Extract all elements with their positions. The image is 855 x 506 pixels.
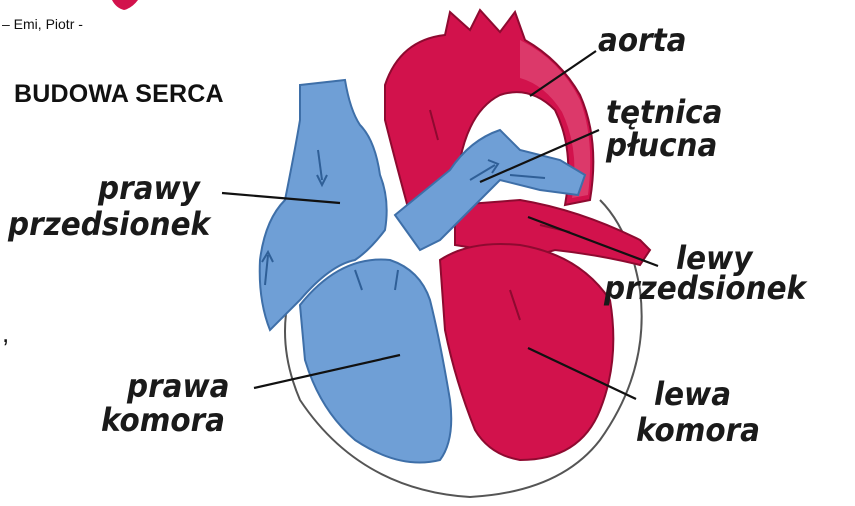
stray-comma: , <box>2 318 9 349</box>
label-left-atrium-2: przedsionek <box>604 272 806 305</box>
label-right-ventricle-2: komora <box>101 404 225 437</box>
label-pulmonary-artery-line2: płucna <box>606 129 722 162</box>
label-pulmonary-artery-line1: tętnica <box>606 96 722 129</box>
page-title: BUDOWA SERCA <box>14 80 224 109</box>
label-right-atrium: prawy <box>98 172 200 205</box>
label-right-ventricle-line2: komora <box>101 404 225 437</box>
label-aorta-text: aorta <box>598 24 687 57</box>
label-left-ventricle-2: komora <box>636 414 760 447</box>
label-left-ventricle-line1: lewa <box>654 378 731 411</box>
label-left-ventricle: lewa <box>654 378 731 411</box>
label-pulmonary-artery: tętnica płucna <box>606 96 722 162</box>
label-right-ventricle: prawa <box>127 370 230 403</box>
label-right-ventricle-line1: prawa <box>127 370 230 403</box>
label-right-atrium-line1: prawy <box>98 172 200 205</box>
label-right-atrium-line2: przedsionek <box>8 208 210 241</box>
label-left-ventricle-line2: komora <box>636 414 760 447</box>
label-left-atrium-line2: przedsionek <box>604 272 806 305</box>
authors-line: – Emi, Piotr - <box>2 16 83 32</box>
label-aorta: aorta <box>598 24 687 57</box>
cropped-logo-mark <box>112 0 138 10</box>
label-right-atrium-2: przedsionek <box>8 208 210 241</box>
